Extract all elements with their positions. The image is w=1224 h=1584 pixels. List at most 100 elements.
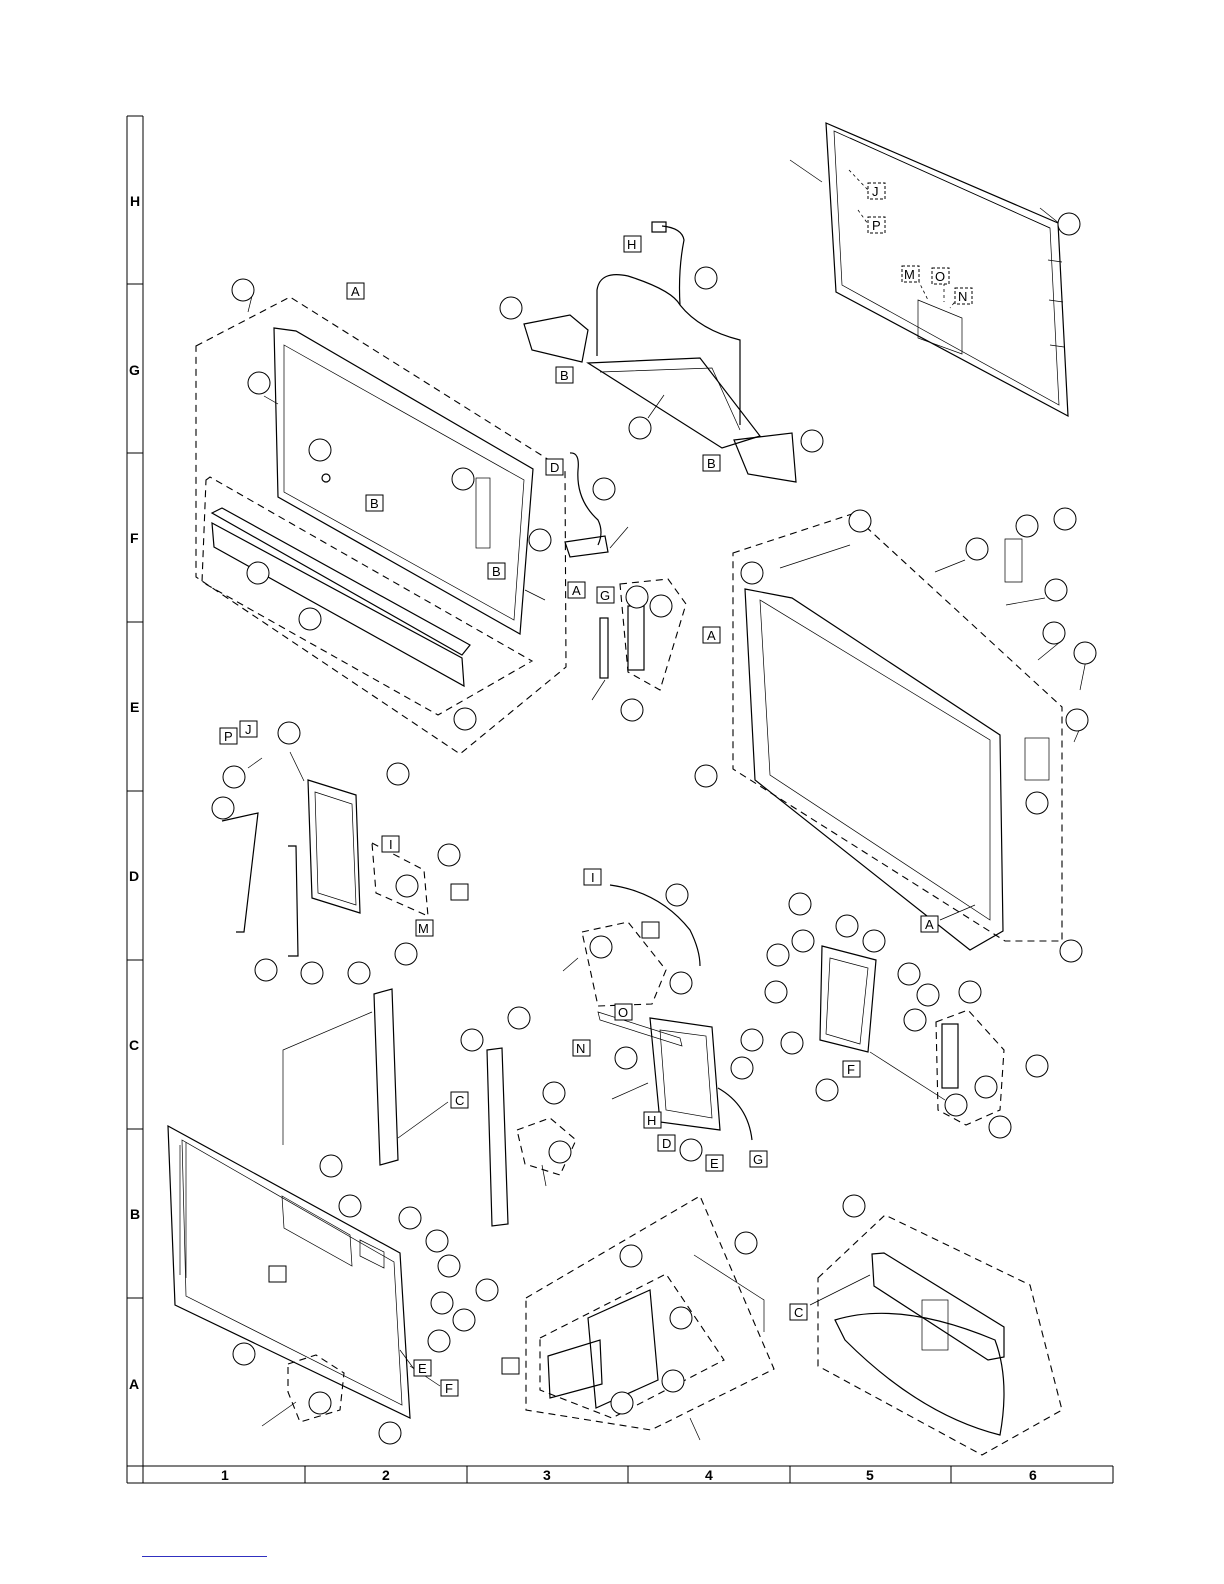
ref-label-g: G <box>753 1152 763 1167</box>
callout-circle <box>670 1307 692 1329</box>
column-label-1: 1 <box>221 1467 229 1483</box>
ref-label-h: H <box>647 1113 656 1128</box>
callout-circle <box>529 529 551 551</box>
row-label-f: F <box>130 530 139 546</box>
ref-label-n: N <box>958 289 967 304</box>
footer-link-underline[interactable] <box>142 1556 267 1557</box>
callout-circle <box>1054 508 1076 530</box>
rear-cabinet-assembly <box>695 508 1096 962</box>
callout-circle <box>741 562 763 584</box>
callout-circle <box>1058 213 1080 235</box>
callout-circle <box>395 943 417 965</box>
callout-circle <box>399 1207 421 1229</box>
callout-circle <box>1043 622 1065 644</box>
front-bezel-assembly <box>196 279 566 754</box>
ref-label-m: M <box>418 921 429 936</box>
ref-label-b: B <box>492 564 501 579</box>
row-label-g: G <box>129 362 140 378</box>
callout-circle <box>816 1079 838 1101</box>
callout-blank-box <box>642 922 659 938</box>
callout-circle <box>379 1422 401 1444</box>
ref-label-e: E <box>418 1361 427 1376</box>
callout-circle <box>945 1094 967 1116</box>
row-label-c: C <box>129 1037 139 1053</box>
column-labels: 1 2 3 4 5 6 <box>221 1467 1037 1483</box>
callout-circle <box>959 981 981 1003</box>
callout-circle <box>248 372 270 394</box>
ref-label-b: B <box>707 456 716 471</box>
ref-label-a: A <box>572 583 581 598</box>
callout-circle <box>966 538 988 560</box>
callout-circle <box>301 962 323 984</box>
ref-label-a: A <box>925 917 934 932</box>
callout-blank-box <box>502 1358 519 1374</box>
callout-circle <box>593 478 615 500</box>
callout-circle <box>212 797 234 819</box>
column-label-5: 5 <box>866 1467 874 1483</box>
callout-circle <box>650 595 672 617</box>
callout-circle <box>233 1343 255 1365</box>
callout-blank-box <box>269 1266 286 1282</box>
side-bracket-assembly <box>283 943 576 1226</box>
callout-circle <box>453 1309 475 1331</box>
callout-circle <box>549 1141 571 1163</box>
callout-circle <box>461 1029 483 1051</box>
stand-assembly <box>810 1195 1062 1455</box>
row-label-d: D <box>129 868 139 884</box>
callout-circle <box>781 1032 803 1054</box>
callout-circle <box>452 468 474 490</box>
callout-circle <box>396 875 418 897</box>
callout-circle <box>339 1195 361 1217</box>
callout-circle <box>309 1392 331 1414</box>
callout-circle <box>741 1029 763 1051</box>
ref-label-m: M <box>904 267 915 282</box>
ref-label-a: A <box>707 628 716 643</box>
callout-circle <box>792 930 814 952</box>
callout-circle <box>438 1255 460 1277</box>
callout-circle <box>278 722 300 744</box>
callout-circle <box>735 1232 757 1254</box>
callout-circle <box>500 297 522 319</box>
callout-circle <box>508 1007 530 1029</box>
callout-circle <box>426 1230 448 1252</box>
callout-circle <box>629 417 651 439</box>
ref-label-p: P <box>224 729 233 744</box>
ref-label-c: C <box>455 1093 464 1108</box>
callout-circle <box>1066 709 1088 731</box>
callout-circle <box>626 586 648 608</box>
ref-label-o: O <box>935 269 945 284</box>
callout-circle <box>1045 579 1067 601</box>
row-label-h: H <box>130 193 140 209</box>
callout-circle <box>348 962 370 984</box>
terminal-board-assembly <box>765 893 1048 1138</box>
ref-label-a: A <box>351 284 360 299</box>
callout-circle <box>975 1076 997 1098</box>
callout-circle <box>695 267 717 289</box>
callout-circle <box>801 430 823 452</box>
callout-circle <box>1026 1055 1048 1077</box>
callout-circle <box>615 1047 637 1069</box>
callout-circle <box>299 608 321 630</box>
callout-circle <box>438 844 460 866</box>
callout-circle <box>662 1370 684 1392</box>
callout-circle <box>621 699 643 721</box>
speaker-assembly <box>500 222 823 482</box>
callout-circle <box>917 984 939 1006</box>
callout-circle <box>843 1195 865 1217</box>
column-label-3: 3 <box>543 1467 551 1483</box>
callout-circle <box>387 763 409 785</box>
callout-circle <box>590 936 612 958</box>
callout-circle <box>611 1392 633 1414</box>
row-labels: H G F E D C B A <box>129 193 140 1392</box>
ref-label-j: J <box>872 184 879 199</box>
callout-circle <box>898 963 920 985</box>
ref-label-g: G <box>600 588 610 603</box>
callout-circle <box>476 1279 498 1301</box>
callout-circle <box>232 279 254 301</box>
callout-circle <box>989 1116 1011 1138</box>
ref-label-j: J <box>245 722 252 737</box>
row-label-e: E <box>130 699 139 715</box>
main-board-assembly <box>563 884 763 1161</box>
ref-label-f: F <box>847 1062 855 1077</box>
ref-label-d: D <box>550 460 559 475</box>
